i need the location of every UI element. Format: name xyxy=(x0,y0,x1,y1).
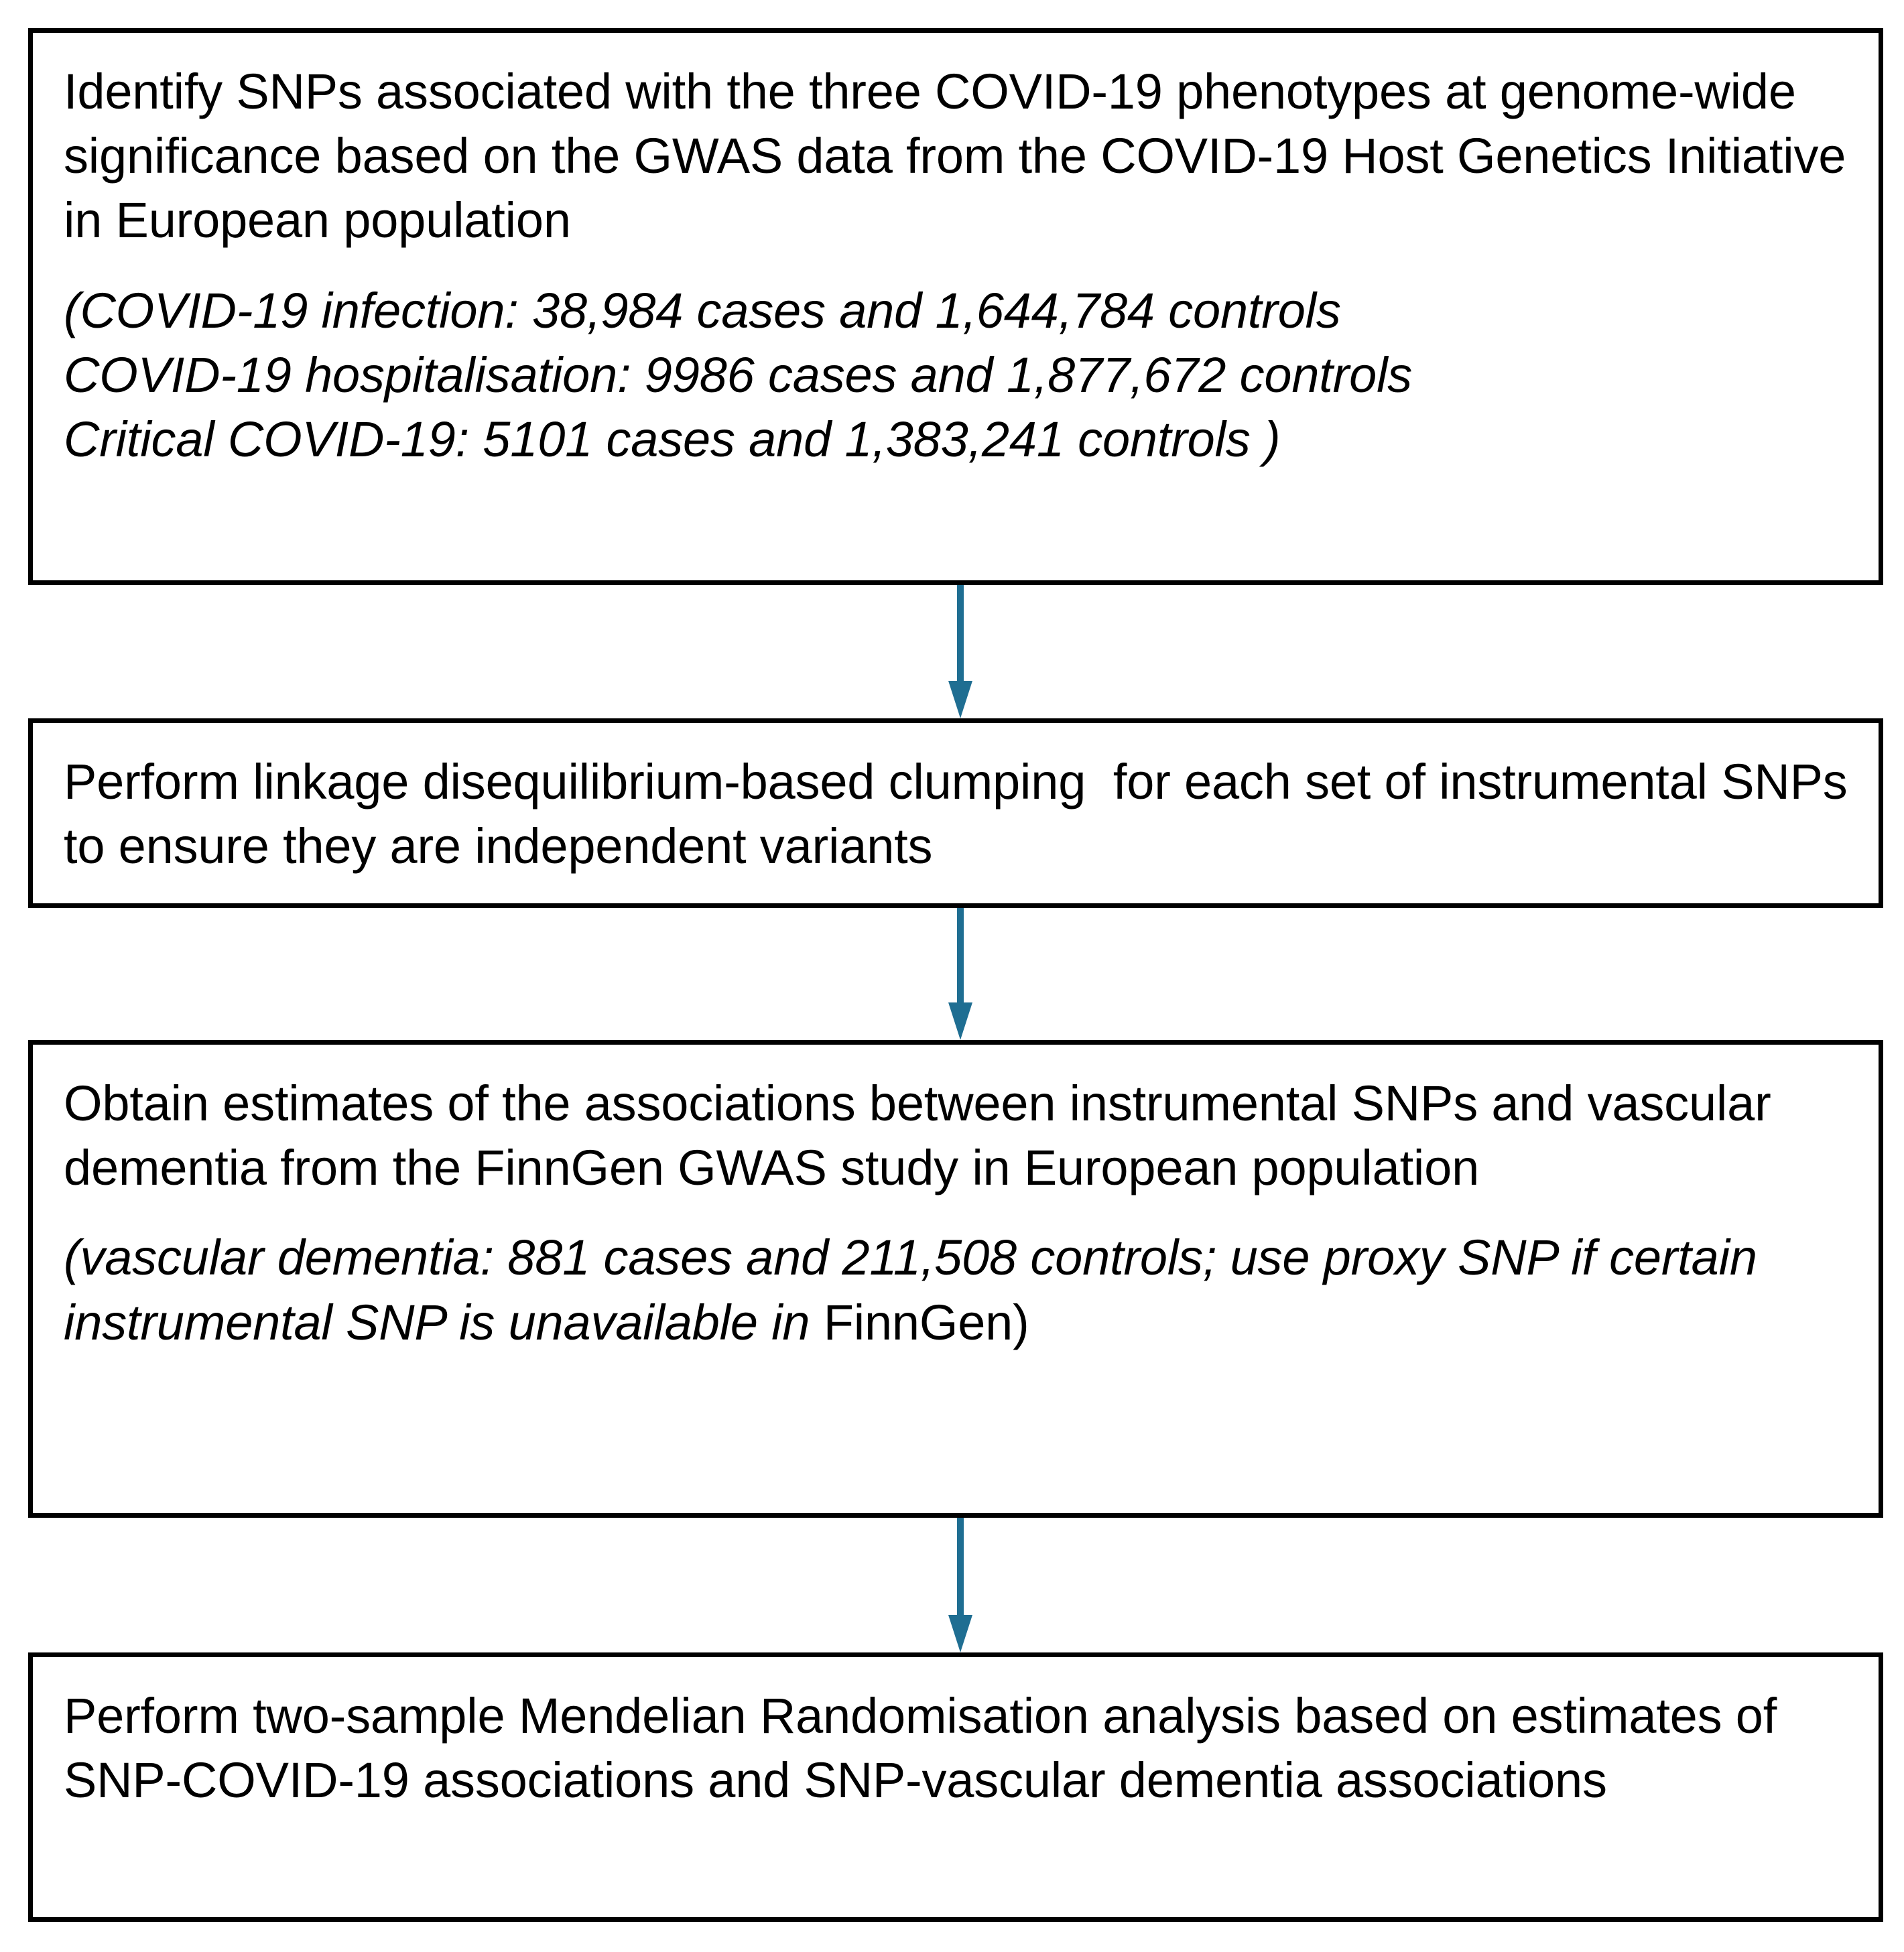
arrow-shaft-icon xyxy=(957,1518,964,1615)
arrow-head-icon xyxy=(948,1615,972,1652)
connector-arrow-1 xyxy=(948,585,972,718)
connector-arrow-2 xyxy=(948,908,972,1040)
arrow-shaft-icon xyxy=(957,585,964,681)
flow-step-4-text: Perform two-sample Mendelian Randomisati… xyxy=(64,1688,1791,1809)
flow-step-3-note-italic: (vascular dementia: 881 cases and 211,50… xyxy=(64,1230,1771,1350)
arrow-head-icon xyxy=(948,681,972,718)
flow-step-3-note: (vascular dementia: 881 cases and 211,50… xyxy=(64,1226,1848,1354)
flow-step-box-1: Identify SNPs associated with the three … xyxy=(28,28,1883,585)
arrow-head-icon xyxy=(948,1002,972,1040)
connector-arrow-3 xyxy=(948,1518,972,1652)
flow-step-box-4: Perform two-sample Mendelian Randomisati… xyxy=(28,1652,1883,1922)
flow-step-box-3: Obtain estimates of the associations bet… xyxy=(28,1040,1883,1518)
flow-step-2-text: Perform linkage disequilibrium-based clu… xyxy=(64,754,1861,874)
flow-step-1-note: (COVID-19 infection: 38,984 cases and 1,… xyxy=(64,282,1413,467)
arrow-shaft-icon xyxy=(957,908,964,1002)
flow-step-1-text: Identify SNPs associated with the three … xyxy=(64,64,1860,249)
flow-step-box-2: Perform linkage disequilibrium-based clu… xyxy=(28,718,1883,908)
flow-step-3-note-upright: FinnGen) xyxy=(823,1294,1029,1350)
flow-step-3-text: Obtain estimates of the associations bet… xyxy=(64,1076,1785,1196)
